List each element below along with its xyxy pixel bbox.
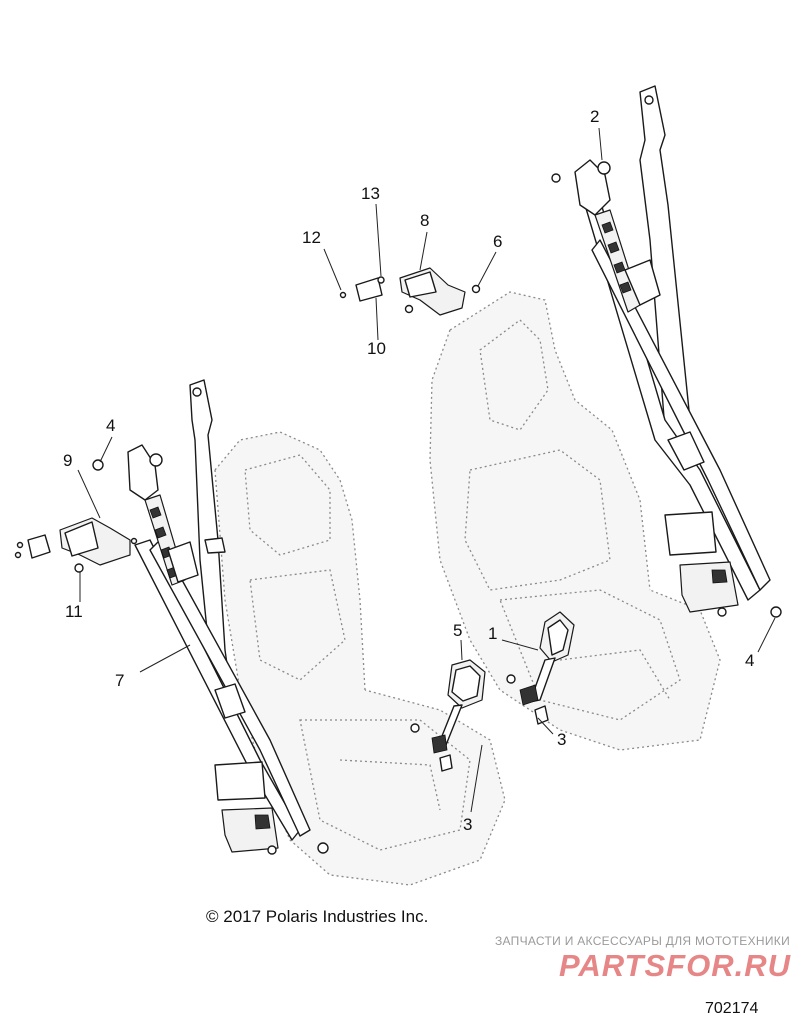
copyright-notice: © 2017 Polaris Industries Inc.	[206, 907, 429, 926]
watermark-logo: PARTSFOR.RU	[558, 948, 791, 983]
callout-leader-lines	[77, 127, 776, 813]
callout-11: 11	[65, 602, 83, 621]
drawing-number: 702174	[705, 1000, 759, 1017]
right-buckle-assembly	[506, 611, 575, 725]
callout-3-right: 3	[557, 730, 567, 749]
watermark-tagline: ЗАПЧАСТИ И АКСЕССУАРЫ ДЛЯ МОТОТЕХНИКИ	[494, 934, 790, 948]
callout-2: 2	[590, 107, 600, 126]
callout-9: 9	[63, 451, 73, 470]
callout-3-left: 3	[463, 815, 473, 834]
left-seat-belt-assembly	[14, 379, 329, 855]
callout-12: 12	[302, 228, 321, 247]
callout-13: 13	[361, 184, 380, 203]
center-bracket-hardware	[339, 267, 481, 316]
callout-7: 7	[115, 671, 125, 690]
callout-8: 8	[420, 211, 430, 230]
left-buckle-assembly	[410, 659, 486, 772]
left-seat-outline	[214, 431, 506, 886]
callout-4-right: 4	[745, 651, 755, 670]
callout-1: 1	[488, 624, 498, 643]
callout-10: 10	[367, 339, 386, 358]
callout-6: 6	[493, 232, 503, 251]
callout-4-left: 4	[106, 416, 116, 435]
callout-5: 5	[453, 621, 463, 640]
right-seat-belt-assembly	[551, 85, 782, 618]
right-seat-outline	[429, 291, 721, 751]
